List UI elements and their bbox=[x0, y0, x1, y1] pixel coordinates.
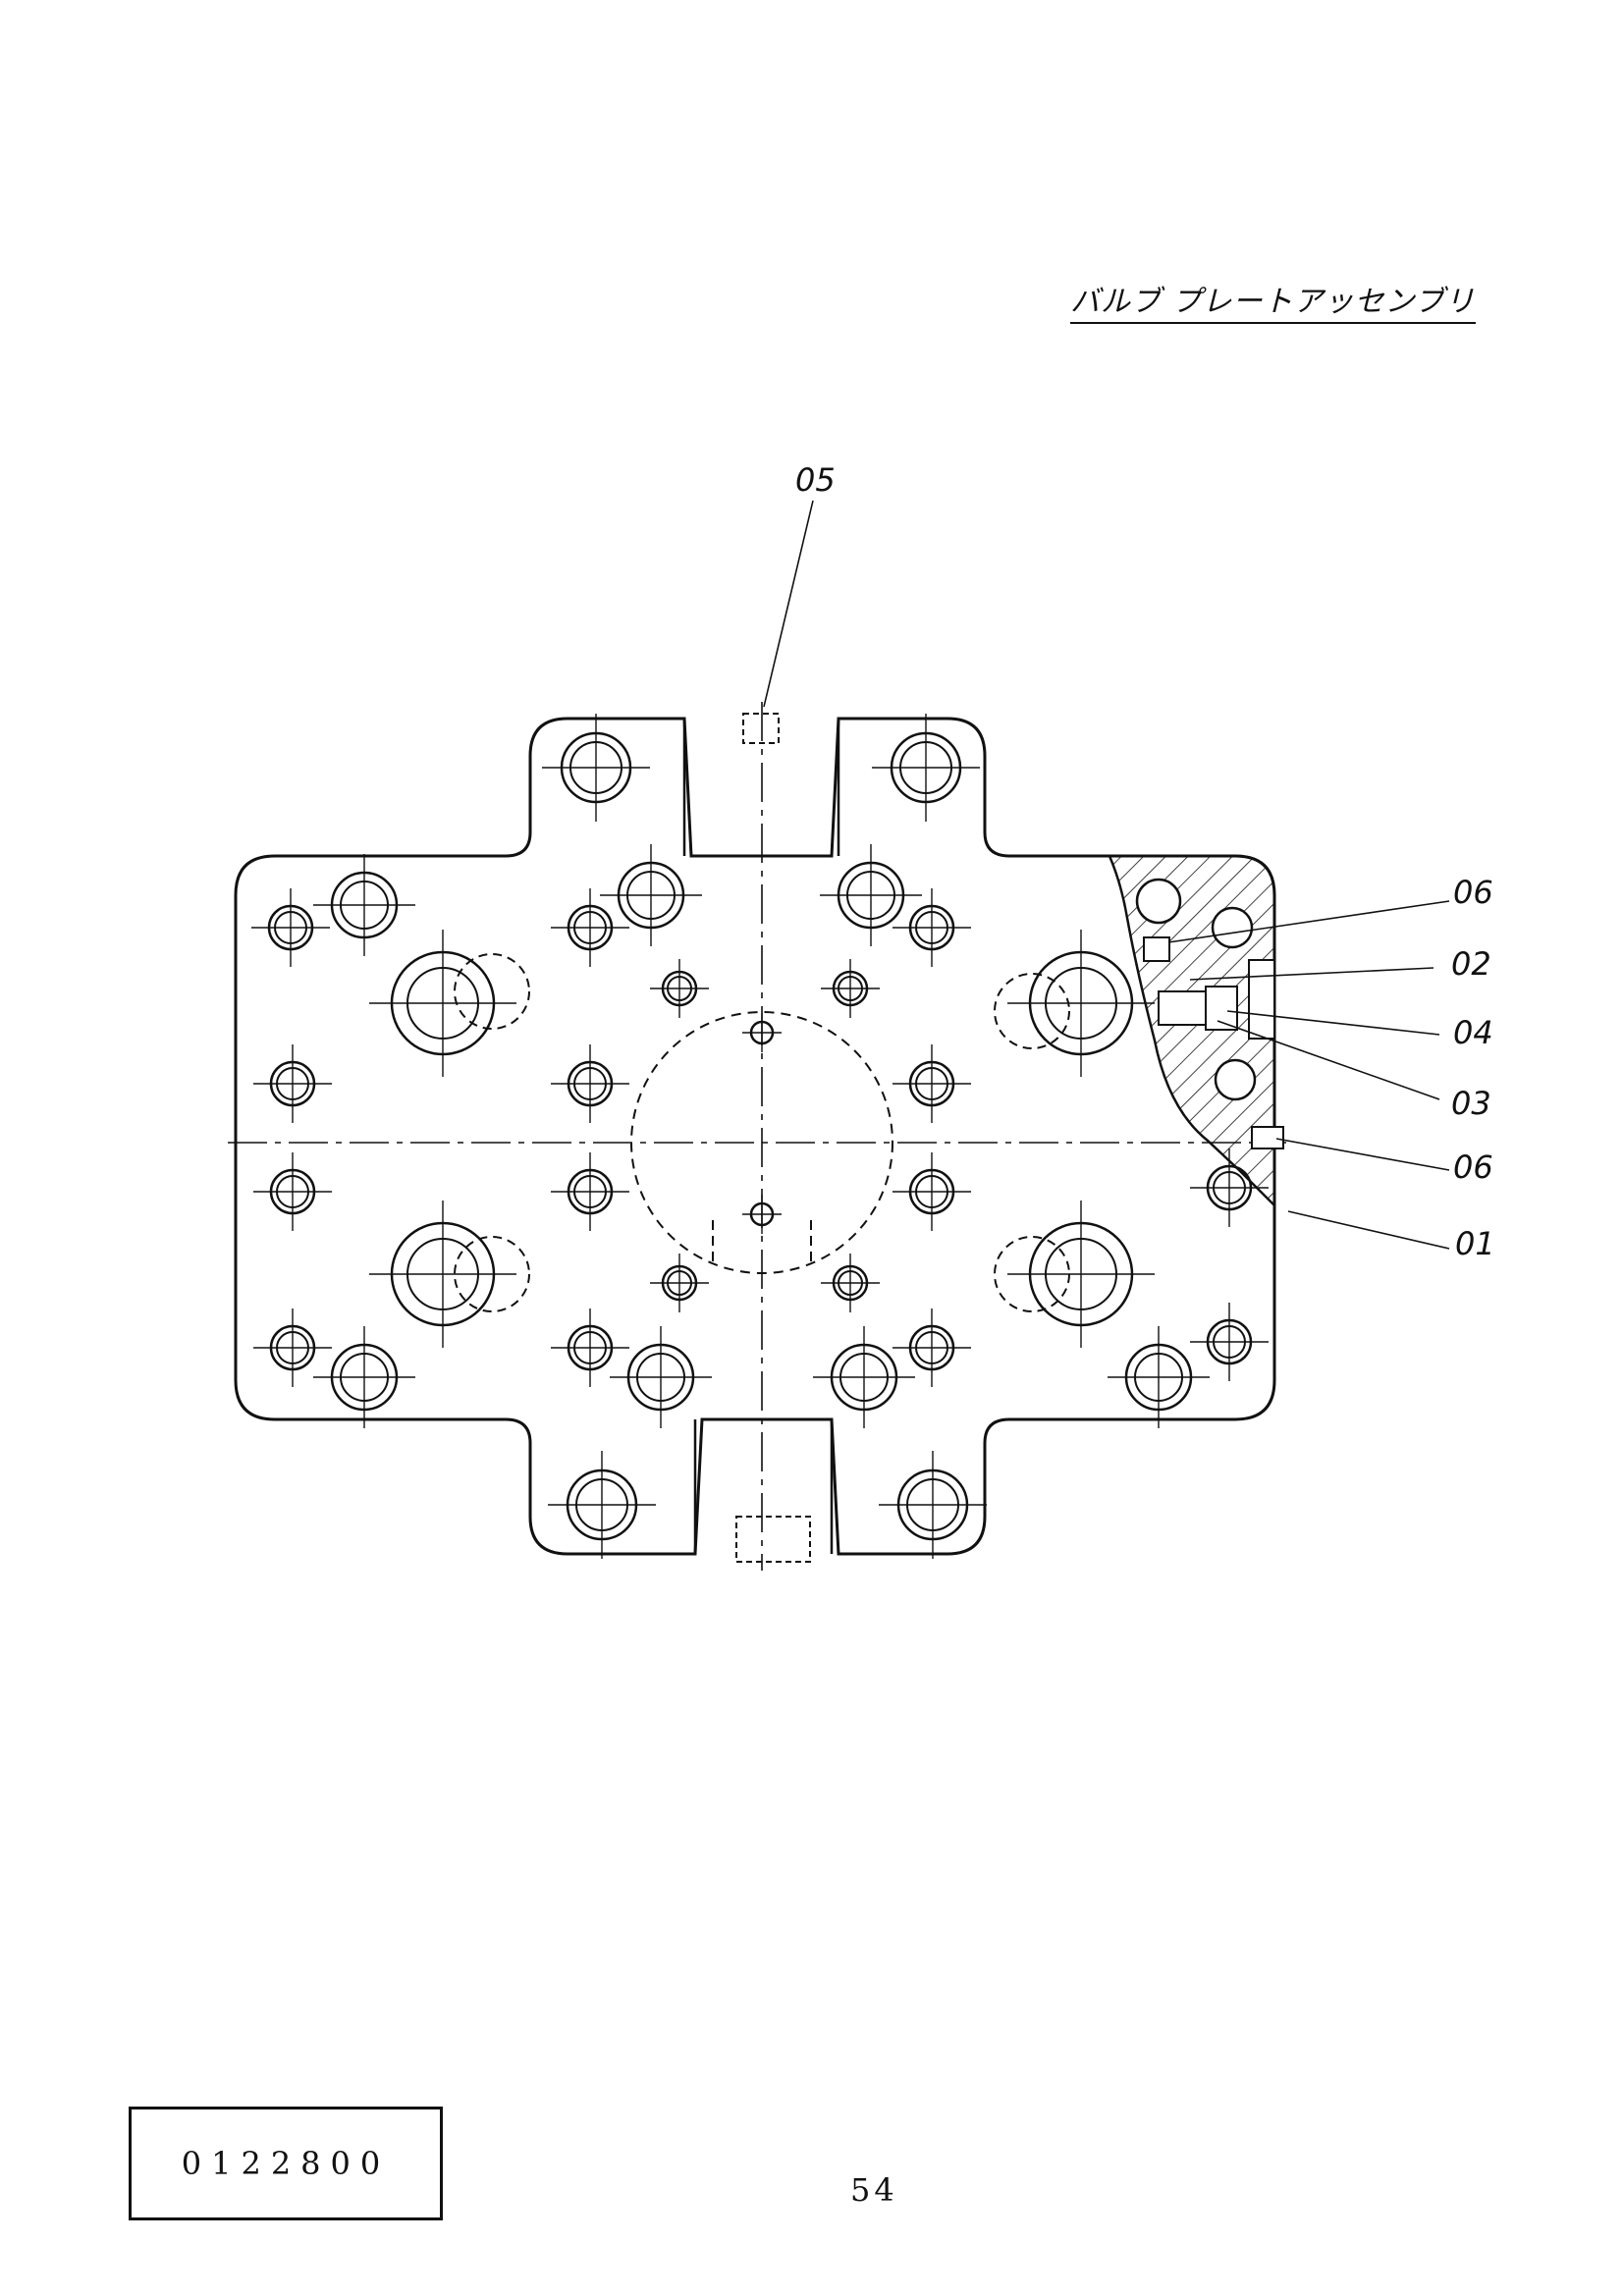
bolt-hole bbox=[551, 1308, 629, 1387]
bolt-hole bbox=[820, 844, 922, 946]
bolt-hole bbox=[742, 1195, 782, 1234]
callout-05: 05 bbox=[795, 461, 836, 499]
bolt-hole bbox=[600, 844, 702, 946]
leader-04 bbox=[1226, 1010, 1440, 1036]
bolt-hole bbox=[610, 1326, 712, 1428]
bolt-hole bbox=[1007, 930, 1155, 1077]
hidden-port-circle bbox=[994, 973, 1070, 1049]
leader-01 bbox=[1287, 1210, 1450, 1250]
bolt-hole bbox=[551, 1152, 629, 1231]
section-hole bbox=[1135, 878, 1182, 925]
section-hole-2 bbox=[1211, 906, 1254, 949]
bolt-hole bbox=[551, 1044, 629, 1123]
bolt-hole bbox=[551, 888, 629, 967]
bolt-hole bbox=[821, 1254, 880, 1312]
callout-02: 02 bbox=[1451, 945, 1491, 983]
top-plug-hidden bbox=[742, 713, 780, 744]
hidden-port-circle bbox=[454, 953, 530, 1030]
plate-outline bbox=[234, 717, 1276, 1556]
center-bore-hidden-circle bbox=[630, 1011, 893, 1274]
leader-03 bbox=[1217, 1020, 1440, 1100]
bolt-hole bbox=[542, 714, 650, 822]
section-hole-3 bbox=[1214, 1058, 1257, 1101]
plug-04 bbox=[1205, 986, 1238, 1031]
leader-02 bbox=[1189, 967, 1434, 981]
bolt-hole bbox=[650, 959, 709, 1018]
bolt-hole bbox=[369, 930, 516, 1077]
callout-04: 04 bbox=[1453, 1014, 1493, 1051]
drawing-title: バルブ プレートアッセンブリ bbox=[1070, 277, 1476, 324]
bolt-hole bbox=[893, 888, 971, 967]
bolt-hole bbox=[313, 1326, 415, 1428]
drawing-code-box: 0122800 bbox=[129, 2107, 443, 2220]
bolt-hole bbox=[1108, 1326, 1210, 1428]
leader-05 bbox=[763, 500, 814, 708]
hole-pattern bbox=[251, 714, 1269, 1559]
hidden-port-circle bbox=[454, 1236, 530, 1312]
bolt-hole bbox=[650, 1254, 709, 1312]
bolt-hole bbox=[253, 1308, 332, 1387]
callout-01: 01 bbox=[1455, 1225, 1495, 1262]
bolt-hole bbox=[253, 1044, 332, 1123]
bolt-hole bbox=[548, 1451, 656, 1559]
bolt-hole bbox=[872, 714, 980, 822]
bolt-hole bbox=[253, 1152, 332, 1231]
bolt-hole bbox=[313, 854, 415, 956]
callout-03: 03 bbox=[1451, 1085, 1491, 1122]
leader-lines bbox=[763, 500, 1450, 1250]
callout-06-lower: 06 bbox=[1453, 1148, 1493, 1186]
bolt-hole bbox=[1007, 1201, 1155, 1348]
bolt-hole bbox=[893, 1044, 971, 1123]
bolt-hole bbox=[813, 1326, 915, 1428]
section-port bbox=[1248, 959, 1275, 1040]
leader-06-lower bbox=[1275, 1138, 1450, 1171]
orifice-02 bbox=[1158, 990, 1207, 1026]
leader-06-upper bbox=[1167, 900, 1450, 943]
callout-06-upper: 06 bbox=[1453, 874, 1493, 911]
bolt-hole bbox=[893, 1152, 971, 1231]
bolt-hole bbox=[742, 1013, 782, 1052]
bolt-hole bbox=[251, 888, 330, 967]
bolt-hole bbox=[369, 1201, 516, 1348]
plug-06-lower bbox=[1251, 1126, 1284, 1149]
bolt-hole bbox=[879, 1451, 987, 1559]
hidden-port-circle bbox=[994, 1236, 1070, 1312]
bolt-hole bbox=[1190, 1303, 1269, 1381]
bolt-hole bbox=[821, 959, 880, 1018]
page-number: 54 bbox=[850, 2171, 898, 2209]
bottom-plug-hidden bbox=[735, 1516, 811, 1563]
plug-06-upper bbox=[1143, 936, 1170, 962]
bolt-hole bbox=[893, 1308, 971, 1387]
